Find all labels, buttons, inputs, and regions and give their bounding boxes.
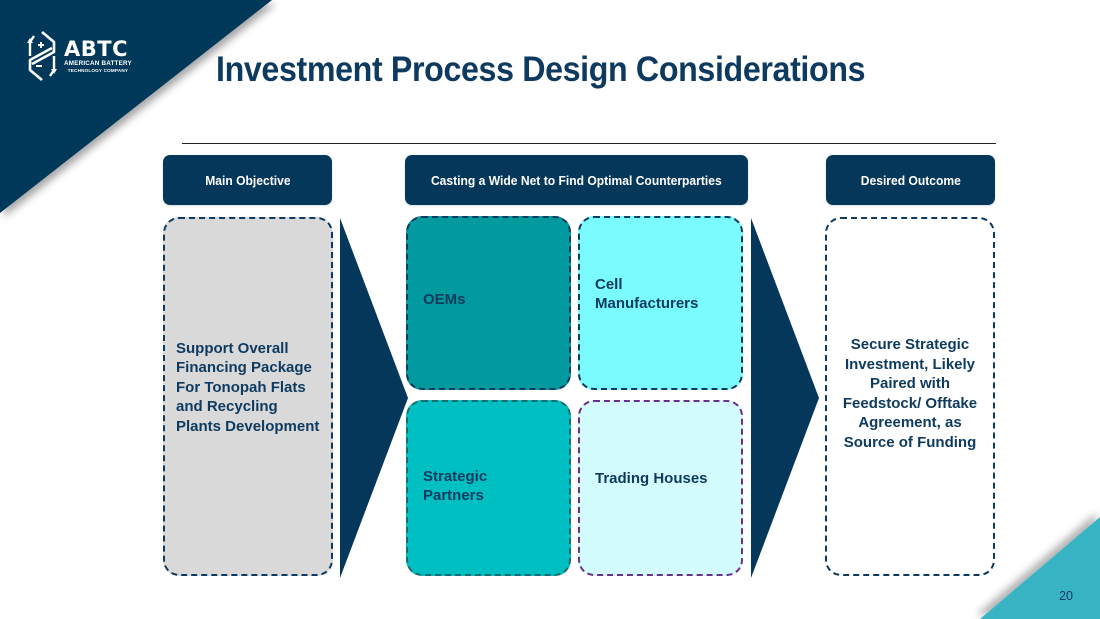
counterparty-label: Trading Houses [595,470,708,488]
counterparty-strategic-partners: Strategic Partners [406,400,571,576]
counterparty-oems: OEMs [406,216,571,390]
chevron-right-icon [340,218,408,578]
header-main-objective-label: Main Objective [204,172,291,188]
corner-decoration-top-left [0,0,272,213]
counterparty-cell-manufacturers: Cell Manufacturers [578,216,743,390]
corner-decoration-bottom-right [980,517,1100,619]
header-counterparties-label: Casting a Wide Net to Find Optimal Count… [431,172,722,188]
title-divider [182,143,996,144]
counterparty-trading-houses: Trading Houses [578,400,743,576]
main-objective-box: Support Overall Financing Package For To… [163,217,333,576]
company-logo: ABTC AMERICAN BATTERY TECHNOLOGY COMPANY [26,30,132,82]
desired-outcome-text: Secure Strategic Investment, Likely Pair… [842,336,978,451]
page-number: 20 [1059,589,1073,603]
counterparty-label: OEMs [423,291,466,309]
header-main-objective: Main Objective [163,155,332,205]
logo-tagline-line2: TECHNOLOGY COMPANY [67,68,129,73]
counterparty-label: Cell Manufacturers [595,275,699,313]
desired-outcome-box: Secure Strategic Investment, Likely Pair… [825,217,995,576]
chevron-right-icon [751,218,819,578]
header-counterparties: Casting a Wide Net to Find Optimal Count… [405,155,748,205]
counterparty-label: Strategic Partners [423,467,488,505]
header-desired-outcome-label: Desired Outcome [860,172,961,188]
logo-tagline-line1: AMERICAN BATTERY [64,60,132,67]
page-title: Investment Process Design Considerations [216,50,866,89]
logo-wordmark: ABTC [64,37,128,61]
main-objective-text: Support Overall Financing Package For To… [176,339,320,435]
header-desired-outcome: Desired Outcome [826,155,995,205]
battery-logo-icon [27,31,57,81]
